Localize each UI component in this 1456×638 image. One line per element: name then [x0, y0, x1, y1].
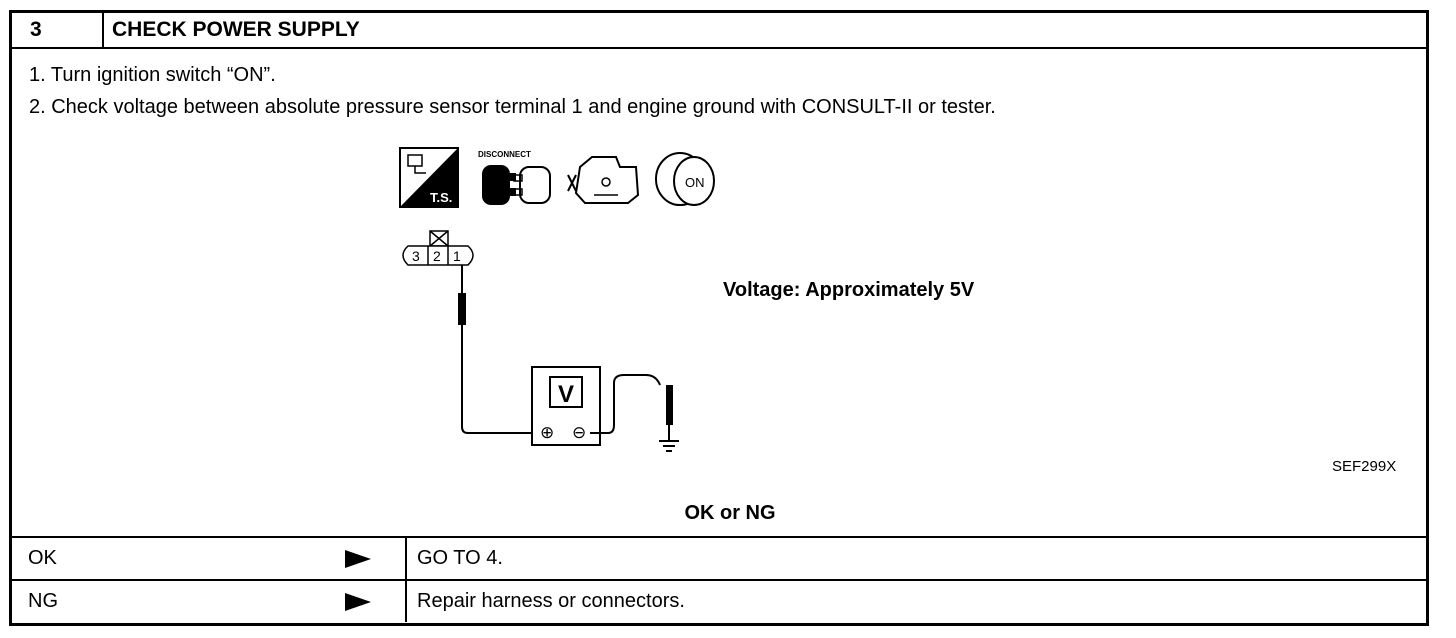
- instruction-step-2: 2. Check voltage between absolute pressu…: [29, 96, 996, 118]
- on-label: ON: [685, 175, 705, 190]
- disconnect-label: DISCONNECT: [478, 150, 531, 159]
- column-divider: [405, 538, 407, 579]
- procedure-header: 3 CHECK POWER SUPPLY: [12, 13, 1426, 49]
- engine-icon: [567, 156, 640, 204]
- ts-label: T.S.: [430, 190, 452, 205]
- positive-terminal-icon: ⊕: [540, 423, 554, 443]
- result-label-ng: NG: [28, 590, 58, 612]
- negative-terminal-icon: ⊖: [572, 423, 586, 443]
- right-arrow-icon: [345, 593, 371, 611]
- positive-probe-lead: [458, 265, 540, 434]
- disconnect-icon: DISCONNECT: [478, 150, 551, 205]
- voltage-spec: Voltage: Approximately 5V: [723, 279, 975, 301]
- result-action-ng: Repair harness or connectors.: [417, 590, 685, 612]
- terminal-1: 1: [453, 248, 461, 264]
- ground-probe-lead: [590, 374, 673, 440]
- wiring-diagram: T.S. DISCONNECT ON 3 2 1: [399, 147, 715, 452]
- diagnostic-procedure-table: 3 CHECK POWER SUPPLY 1. Turn ignition sw…: [9, 10, 1429, 626]
- result-row-ng: NG Repair harness or connectors.: [12, 579, 1426, 622]
- result-row-ok: OK GO TO 4.: [12, 536, 1426, 579]
- figure-code: SEF299X: [1332, 458, 1397, 475]
- instruction-step-1: 1. Turn ignition switch “ON”.: [29, 64, 276, 86]
- voltmeter: V ⊕ ⊖: [531, 366, 601, 446]
- ground-icon: [659, 440, 679, 452]
- sensor-connector: 3 2 1: [402, 230, 474, 266]
- right-arrow-icon: [345, 550, 371, 568]
- terminal-3: 3: [412, 248, 420, 264]
- procedure-title: CHECK POWER SUPPLY: [112, 18, 360, 41]
- column-divider: [405, 581, 407, 622]
- terminal-2: 2: [433, 248, 441, 264]
- result-question: OK or NG: [684, 502, 776, 524]
- result-action-ok: GO TO 4.: [417, 547, 503, 569]
- result-label-ok: OK: [28, 547, 57, 569]
- meter-label: V: [558, 381, 574, 408]
- step-number: 3: [12, 13, 104, 47]
- ignition-on-icon: ON: [655, 152, 715, 206]
- ts-tester-icon: T.S.: [399, 147, 459, 208]
